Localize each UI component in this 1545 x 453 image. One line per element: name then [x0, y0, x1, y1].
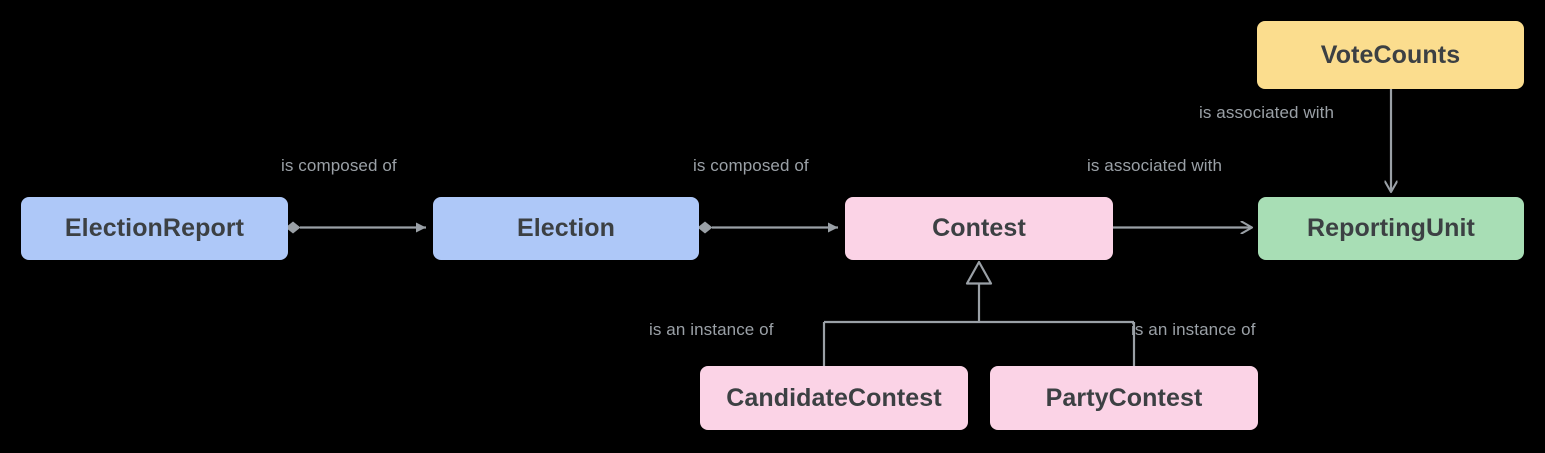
- node-contest[interactable]: Contest: [845, 197, 1113, 260]
- inheritance-triangle: [965, 260, 993, 285]
- edge-label-election-contest: is composed of: [693, 156, 809, 175]
- edge-label-contest-reportingunit: is associated with: [1087, 156, 1223, 175]
- edge-label-votecounts-reportingunit: is associated with: [1199, 103, 1335, 122]
- node-election-report[interactable]: ElectionReport: [21, 197, 288, 260]
- edge-report-election: [285, 221, 426, 234]
- node-party-contest[interactable]: PartyContest: [990, 366, 1258, 430]
- node-vote-counts[interactable]: VoteCounts: [1257, 21, 1524, 89]
- node-reporting-unit[interactable]: ReportingUnit: [1258, 197, 1524, 260]
- edge-election-contest: [697, 221, 838, 234]
- edge-label-candidatecontest-contest: is an instance of: [649, 320, 774, 339]
- edge-inheritance-tree: [822, 260, 1136, 366]
- edge-label-partycontest-contest: is an instance of: [1131, 320, 1256, 339]
- node-election[interactable]: Election: [433, 197, 699, 260]
- node-candidate-contest[interactable]: CandidateContest: [700, 366, 968, 430]
- aggregation-diamond: [697, 221, 713, 234]
- edge-label-report-election: is composed of: [281, 156, 397, 175]
